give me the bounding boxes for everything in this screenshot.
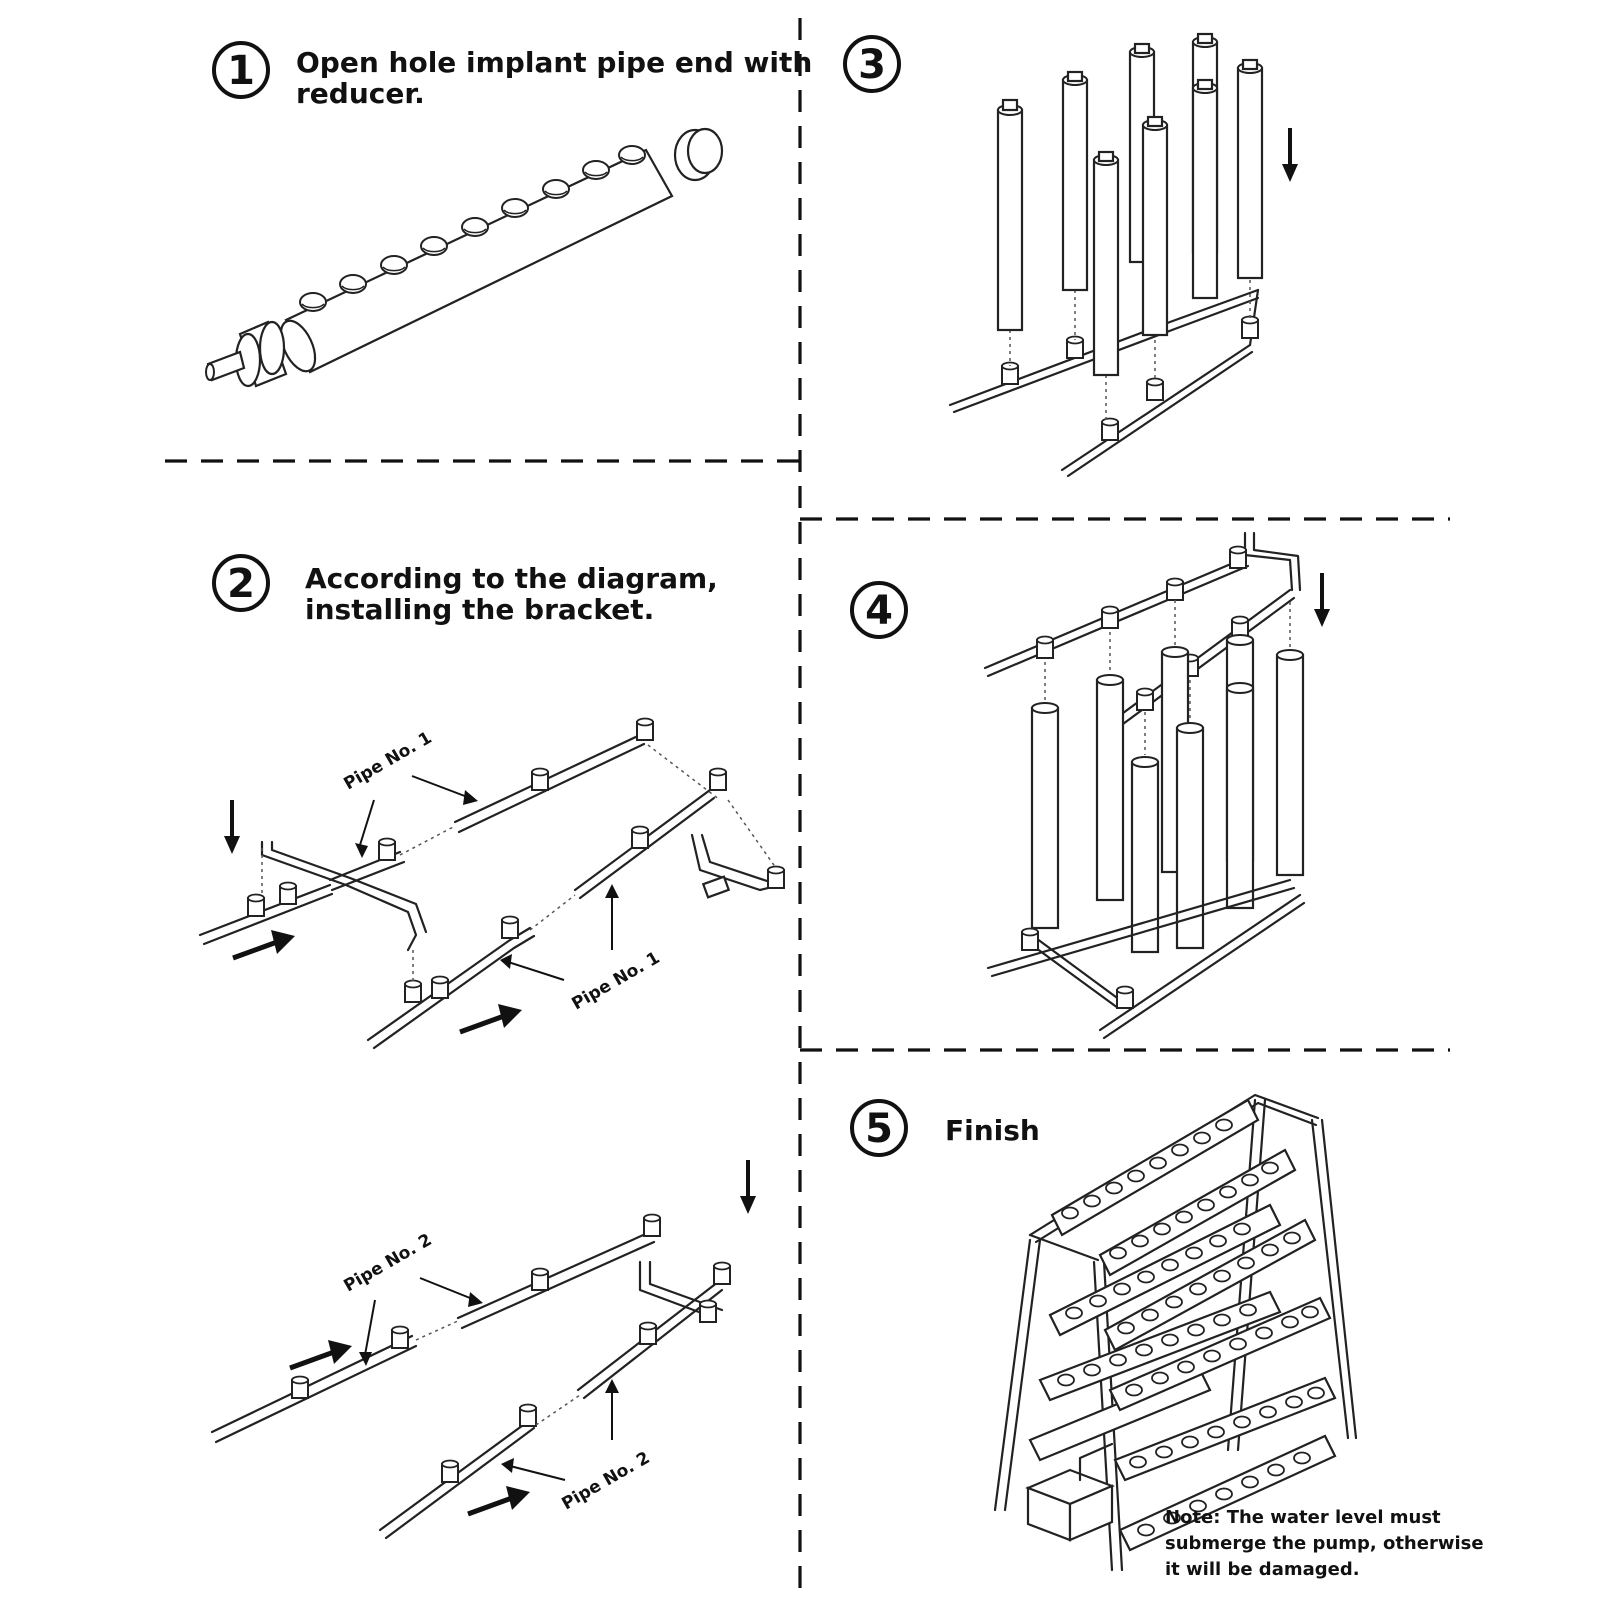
- pipe-label-no1-top: Pipe No. 1: [341, 728, 436, 794]
- step-1-instruction: Open hole implant pipe end with reducer.: [296, 47, 812, 109]
- pipe-label-no2-top: Pipe No. 2: [341, 1230, 436, 1296]
- step-2-line-1: According to the diagram,: [305, 562, 718, 595]
- step-2-line-2: installing the bracket.: [305, 593, 655, 626]
- step-1-number: 1: [227, 48, 255, 94]
- step2-bracket-pipe-no2-illustration: Pipe No. 2 Pipe No. 2: [210, 1158, 758, 1540]
- panel-dividers: [165, 18, 1450, 1595]
- step-2-instruction: According to the diagram, installing the…: [305, 563, 718, 625]
- step-4-number: 4: [865, 588, 893, 634]
- water-level-note: Note: The water level must submerge the …: [1165, 1505, 1484, 1583]
- step-5-badge: 5: [850, 1099, 908, 1157]
- step2-bracket-pipe-no1-illustration: Pipe No. 1 Pipe No. 1: [198, 717, 785, 1050]
- step-1-badge: 1: [212, 41, 270, 99]
- step1-pipe-illustration: [205, 127, 724, 388]
- step4-frame-illustration: [983, 531, 1332, 1040]
- step5-finished-rack-illustration: [993, 1093, 1358, 1572]
- note-line-3: it will be damaged.: [1165, 1559, 1360, 1580]
- pipe-label-no2-bottom: Pipe No. 2: [559, 1448, 654, 1514]
- pipe-label-no1-bottom: Pipe No. 1: [569, 948, 664, 1014]
- step-5-number: 5: [865, 1106, 893, 1152]
- note-line-2: submerge the pump, otherwise: [1165, 1533, 1484, 1554]
- step-3-badge: 3: [843, 35, 901, 93]
- step-1-line-2: reducer.: [296, 77, 425, 110]
- step-1-line-1: Open hole implant pipe end with: [296, 46, 813, 79]
- step-3-number: 3: [858, 42, 886, 88]
- step-2-number: 2: [227, 561, 255, 607]
- step-4-badge: 4: [850, 581, 908, 639]
- step-5-finish-label: Finish: [945, 1114, 1040, 1147]
- note-line-1: Note: The water level must: [1165, 1507, 1441, 1528]
- step-2-badge: 2: [212, 554, 270, 612]
- step3-vertical-pipes-illustration: [948, 32, 1300, 478]
